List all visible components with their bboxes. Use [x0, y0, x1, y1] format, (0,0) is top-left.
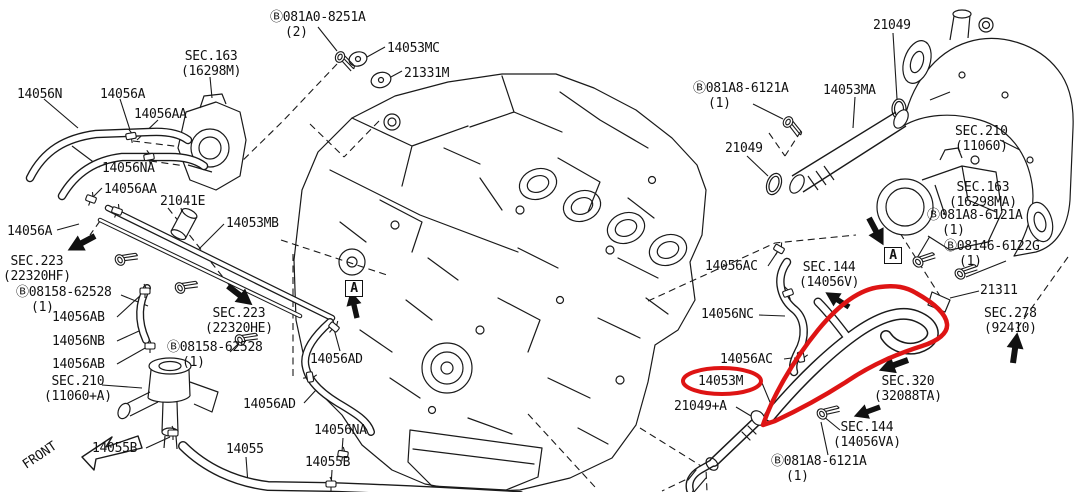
part-label-14053MB: 14053MB [226, 216, 279, 231]
part-label-14056A-top: 14056A [100, 87, 146, 102]
front-direction-label: FRONT [20, 438, 60, 473]
part-label-14056NB: 14056NB [52, 334, 105, 349]
red-highlight [681, 284, 950, 428]
part-label-21331M: 21331M [404, 66, 450, 81]
part-label-14056AC-2: 14056AC [720, 352, 773, 367]
part-label-21041E: 21041E [160, 194, 206, 209]
part-label-14056AB-1: 14056AB [52, 310, 105, 325]
part-label-14055B-1: 14055B [92, 441, 138, 456]
bolt-label-08158-right: Ⓑ08158-62528 (1) [167, 340, 263, 370]
sec-label-163-right: SEC.163 (16298MA) [949, 180, 1017, 210]
engine-line-art [293, 73, 707, 492]
part-label-14055B-2: 14055B [305, 455, 351, 470]
sec-label-278-92410: SEC.278 (92410) [984, 306, 1037, 336]
small-parts-line-art [117, 9, 1074, 450]
sec-label-144-14056VA: SEC.144 (14056VA) [833, 420, 901, 450]
part-label-21311: 21311 [980, 283, 1018, 298]
sec-label-210-11060: SEC.210 (11060) [955, 124, 1008, 154]
red-highlight-loop-hose [760, 284, 950, 428]
part-label-14055: 14055 [226, 442, 264, 457]
part-label-14056NC: 14056NC [701, 307, 754, 322]
callout-a-left: A [345, 280, 363, 297]
sec-label-144-14056V: SEC.144 (14056V) [799, 260, 860, 290]
part-label-21049A: 21049+A [674, 399, 727, 414]
bolt-label-08146-6122G: Ⓑ08146-6122G (1) [944, 239, 1040, 269]
part-label-14053MA: 14053MA [823, 83, 876, 98]
sec-label-223-22320HF: SEC.223 (22320HF) [3, 254, 71, 284]
sec-label-320-32088TA: SEC.320 (32088TA) [874, 374, 942, 404]
bolt-label-081A8-mid: Ⓑ081A8-6121A (1) [927, 208, 1023, 238]
part-label-14053MC: 14053MC [387, 41, 440, 56]
sec-label-163-left: SEC.163 (16298M) [181, 49, 242, 79]
part-label-14056AB-2: 14056AB [52, 357, 105, 372]
sec-label-210-11060A: SEC.210 (11060+A) [44, 374, 112, 404]
part-label-21049-mid: 21049 [725, 141, 763, 156]
front-arrow-icon [81, 435, 143, 471]
part-label-14056AD-1: 14056AD [310, 352, 363, 367]
part-label-14056AC-1: 14056AC [705, 259, 758, 274]
part-label-14056NA-top: 14056NA [102, 161, 155, 176]
part-label-14056AA-mid: 14056AA [104, 182, 157, 197]
part-label-14056AA-top: 14056AA [134, 107, 187, 122]
callout-a-right: A [884, 247, 902, 264]
bolt-label-08158-left: Ⓑ08158-62528 (1) [16, 285, 112, 315]
bolt-label-081A0-8251A: Ⓑ081A0-8251A (2) [270, 10, 366, 40]
red-highlight-ellipse-14053M [681, 366, 763, 396]
part-label-14053M-highlighted: 14053M [698, 374, 744, 389]
part-label-14056NA-bot: 14056NA [314, 423, 367, 438]
part-label-14056N: 14056N [17, 87, 63, 102]
part-label-14056AD-2: 14056AD [243, 397, 296, 412]
bolt-label-081A8-bot: Ⓑ081A8-6121A (1) [771, 454, 867, 484]
sec-label-223-22320HE: SEC.223 (22320HE) [205, 306, 273, 336]
part-label-21049-top: 21049 [873, 18, 911, 33]
bolt-label-081A8-top: Ⓑ081A8-6121A (1) [693, 81, 789, 111]
part-label-14056A-left: 14056A [7, 224, 53, 239]
